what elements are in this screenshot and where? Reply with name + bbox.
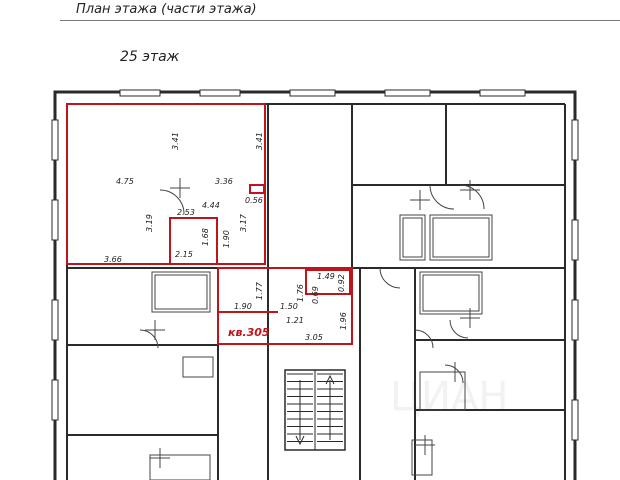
dimension-label: 1.68 — [201, 228, 210, 246]
dimension-label: 3.41 — [171, 132, 180, 150]
dimension-label: 1.21 — [286, 316, 304, 325]
dimension-label: 3.41 — [255, 132, 264, 150]
plan-title: План этажа (части этажа) — [76, 2, 257, 17]
dimension-label: 2.15 — [175, 250, 193, 259]
dimension-label: 0.92 — [337, 274, 346, 292]
dimension-label: 4.75 — [116, 177, 134, 186]
dimension-label: 3.17 — [239, 213, 248, 232]
dimension-label: 1.76 — [296, 284, 305, 302]
watermark: ЦИАН — [390, 374, 508, 420]
dimension-label: 1.77 — [255, 281, 264, 300]
dimension-label: 0.69 — [311, 286, 320, 304]
exterior-walls — [51, 89, 579, 480]
fixtures — [139, 178, 493, 480]
dimension-label: 1.96 — [339, 312, 348, 330]
apartment-outline — [66, 103, 353, 345]
dimension-label: 3.66 — [104, 255, 122, 264]
floor-label: 25 этаж — [120, 49, 180, 65]
dimension-label: 1.50 — [280, 302, 298, 311]
stairwell — [284, 369, 346, 451]
dimension-label: 4.44 — [202, 201, 220, 210]
dimension-label: 3.36 — [215, 177, 233, 186]
dimension-label: 3.19 — [145, 214, 154, 232]
dimension-label: 2.53 — [177, 208, 195, 217]
dimension-label: 3.05 — [305, 333, 323, 342]
apartment-label: кв.305 — [228, 326, 270, 339]
dimension-label: 1.90 — [234, 302, 252, 311]
dimension-label: 1.90 — [222, 230, 231, 248]
title-underline — [60, 20, 620, 21]
dimension-label: 1.49 — [317, 272, 335, 281]
dimension-label: 0.56 — [245, 196, 263, 205]
